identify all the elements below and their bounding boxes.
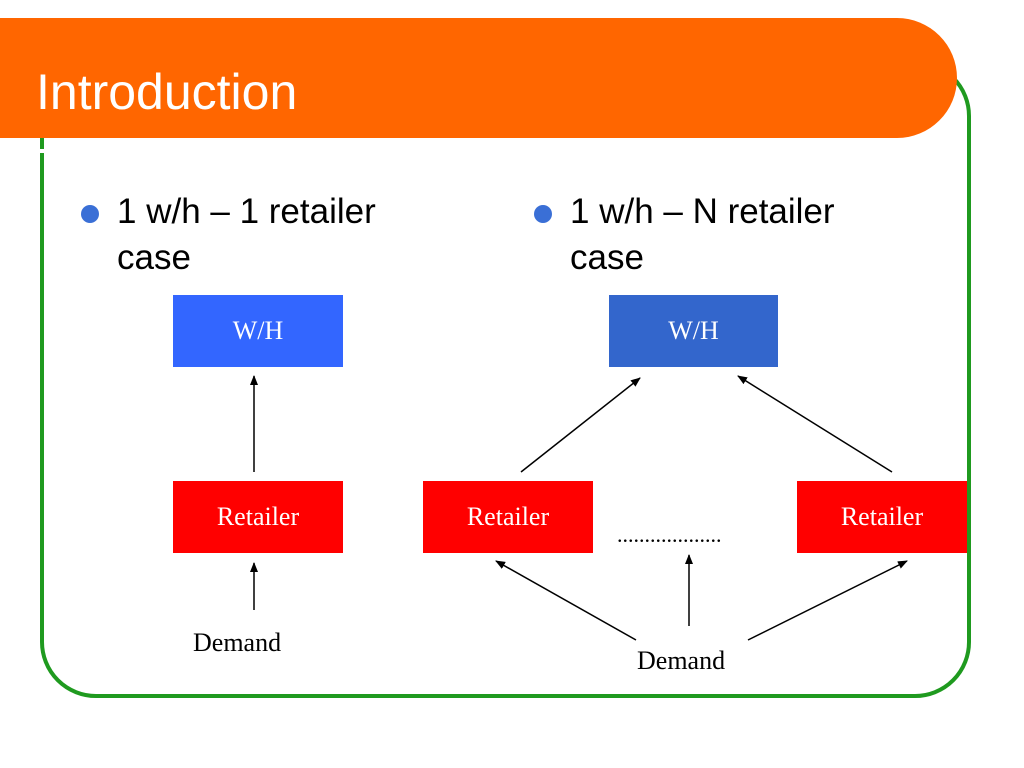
retailer-label-right-n: Retailer — [840, 502, 924, 531]
warehouse-box-left: W/H — [173, 295, 343, 367]
warehouse-label-left: W/H — [232, 316, 284, 345]
bullet-right-line2: case — [570, 238, 644, 277]
retailer-box-right-n: Retailer — [797, 481, 967, 553]
arrow-retailer1-to-wh — [520, 377, 641, 473]
demand-label-right: Demand — [637, 646, 726, 675]
arrow-retailerN-to-wh — [737, 375, 893, 473]
demand-label-left: Demand — [193, 628, 282, 657]
retailer-label-right-1: Retailer — [466, 502, 550, 531]
retailer-label-left: Retailer — [216, 502, 300, 531]
warehouse-label-right: W/H — [668, 316, 719, 345]
retailer-box-right-1: Retailer — [423, 481, 593, 553]
arrow-demand-to-retailerN — [747, 560, 908, 641]
bullet-dot-right — [534, 205, 552, 223]
arrow-demand-to-retailer1 — [495, 560, 637, 641]
bullet-left-line2: case — [117, 238, 191, 277]
bullet-dot-left — [81, 205, 99, 223]
retailer-box-left: Retailer — [173, 481, 343, 553]
bullet-left-line1: 1 w/h – 1 retailer — [117, 192, 376, 231]
bullet-right-line1: 1 w/h – N retailer — [570, 192, 835, 231]
warehouse-box-right: W/H — [609, 295, 778, 367]
ellipsis-dots: ................... — [617, 522, 722, 547]
slide-title: Introduction — [36, 64, 298, 120]
title-bar: Introduction — [0, 18, 957, 153]
title-underline — [0, 149, 905, 153]
